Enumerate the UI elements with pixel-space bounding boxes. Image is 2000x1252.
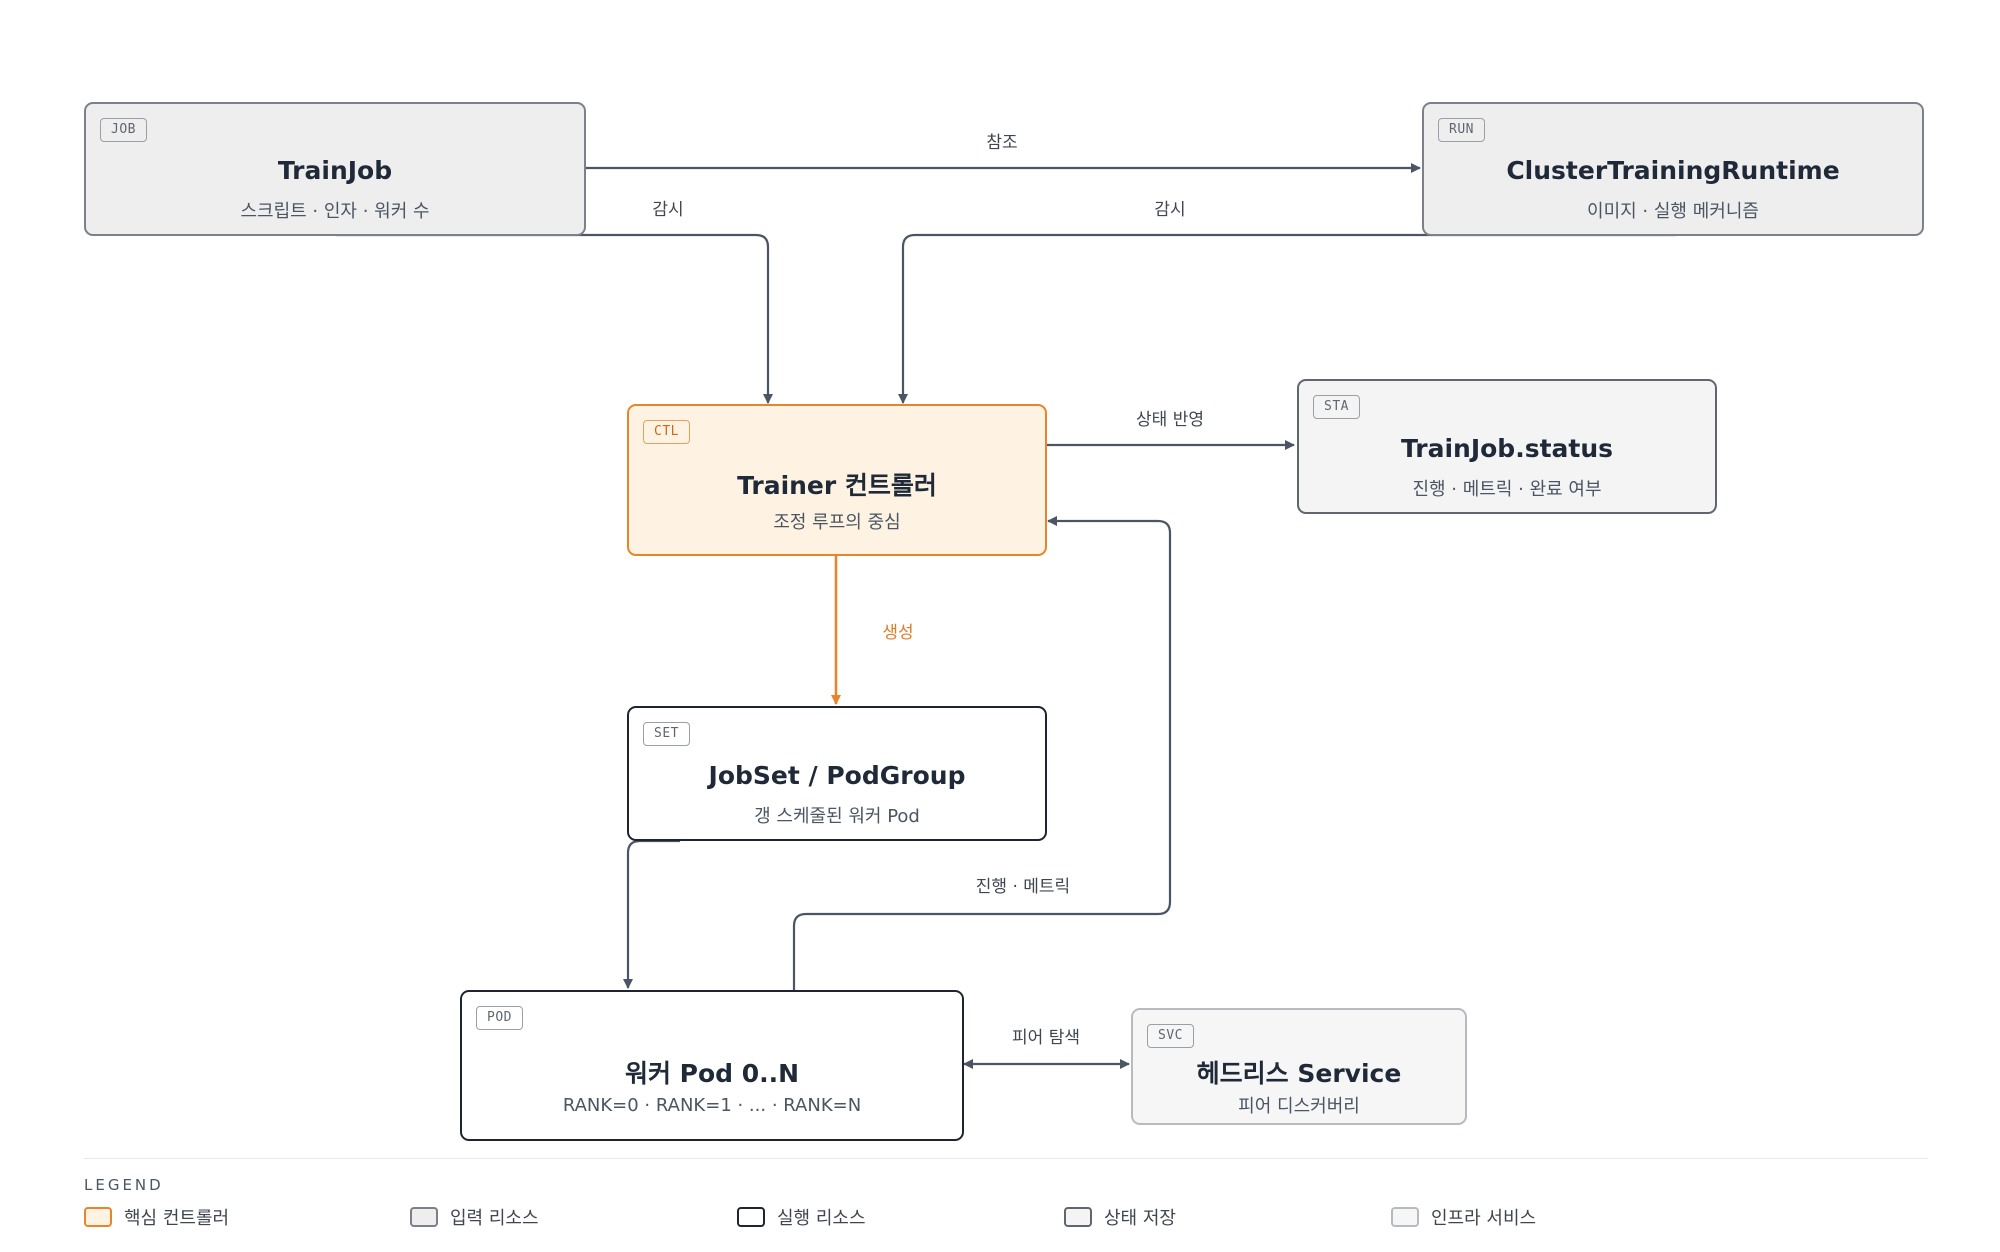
edge-watch-right (898, 233, 1676, 404)
node-subtitle: 진행 · 메트릭 · 완료 여부 (1412, 479, 1602, 500)
node-pods[interactable]: POD 워커 Pod 0..N RANK=0 · RANK=1 · ... · … (460, 990, 964, 1141)
legend-item-runtime: 실행 리소스 (737, 1204, 866, 1230)
node-title: Trainer 컨트롤러 (737, 471, 937, 500)
node-jobset[interactable]: SET JobSet / PodGroup 갱 스케줄된 워커 Pod (627, 706, 1047, 841)
legend-swatch (84, 1207, 112, 1227)
node-trainjob[interactable]: JOB TrainJob 스크립트 · 인자 · 워커 수 (84, 102, 586, 236)
edge-jobset-pods (623, 839, 680, 989)
legend-item-input: 입력 리소스 (410, 1204, 539, 1230)
edge-label-peer-discovery: 피어 탐색 (1012, 1028, 1080, 1048)
legend-swatch (737, 1207, 765, 1227)
node-service[interactable]: SVC 헤드리스 Service 피어 디스커버리 (1131, 1008, 1467, 1125)
node-title: TrainJob (277, 156, 393, 185)
node-title: JobSet / PodGroup (708, 761, 966, 790)
node-runtime[interactable]: RUN ClusterTrainingRuntime 이미지 · 실행 메커니즘 (1422, 102, 1924, 236)
legend-label: 입력 리소스 (450, 1208, 539, 1229)
edge-label-progress-metrics: 진행 · 메트릭 (975, 877, 1071, 897)
legend-item-controller: 핵심 컨트롤러 (84, 1204, 229, 1230)
node-tag: STA (1313, 395, 1360, 419)
edge-label-reflect-status: 상태 반영 (1136, 410, 1204, 430)
node-title: 워커 Pod 0..N (624, 1059, 800, 1088)
node-status[interactable]: STA TrainJob.status 진행 · 메트릭 · 완료 여부 (1297, 379, 1717, 514)
edge-label-watch-left: 감시 (652, 200, 684, 220)
node-tag: POD (476, 1006, 523, 1030)
legend-label: 인프라 서비스 (1431, 1208, 1537, 1229)
node-title: ClusterTrainingRuntime (1506, 156, 1840, 185)
legend-swatch (1391, 1207, 1419, 1227)
node-tag: JOB (100, 118, 147, 142)
edge-watch-left (336, 233, 773, 404)
legend-swatch (1064, 1207, 1092, 1227)
node-title: 헤드리스 Service (1196, 1059, 1402, 1088)
node-tag: SVC (1147, 1024, 1194, 1048)
node-subtitle: 피어 디스커버리 (1238, 1096, 1360, 1117)
legend-label: 핵심 컨트롤러 (124, 1208, 230, 1229)
node-title: TrainJob.status (1400, 434, 1614, 463)
edge-label-watch-right: 감시 (1154, 200, 1186, 220)
edge-progress-metrics (792, 516, 1172, 990)
edge-label-reference: 참조 (986, 133, 1018, 153)
legend-label: 상태 저장 (1104, 1208, 1176, 1229)
edge-label-create: 생성 (882, 623, 914, 643)
node-tag: SET (643, 722, 690, 746)
legend-swatch (410, 1207, 438, 1227)
legend-label: 실행 리소스 (777, 1208, 866, 1229)
node-controller[interactable]: CTL Trainer 컨트롤러 조정 루프의 중심 (627, 404, 1047, 556)
node-subtitle: 조정 루프의 중심 (773, 512, 901, 533)
node-subtitle: 갱 스케줄된 워커 Pod (754, 806, 920, 827)
legend-divider (84, 1158, 1928, 1159)
node-tag: CTL (643, 420, 690, 444)
node-subtitle: RANK=0 · RANK=1 · ... · RANK=N (562, 1095, 862, 1116)
legend-item-store: 상태 저장 (1064, 1204, 1176, 1230)
legend-title: LEGEND (84, 1176, 164, 1194)
node-tag: RUN (1438, 118, 1485, 142)
node-subtitle: 이미지 · 실행 메커니즘 (1587, 201, 1759, 222)
node-subtitle: 스크립트 · 인자 · 워커 수 (240, 201, 430, 222)
legend-item-infra: 인프라 서비스 (1391, 1204, 1536, 1230)
